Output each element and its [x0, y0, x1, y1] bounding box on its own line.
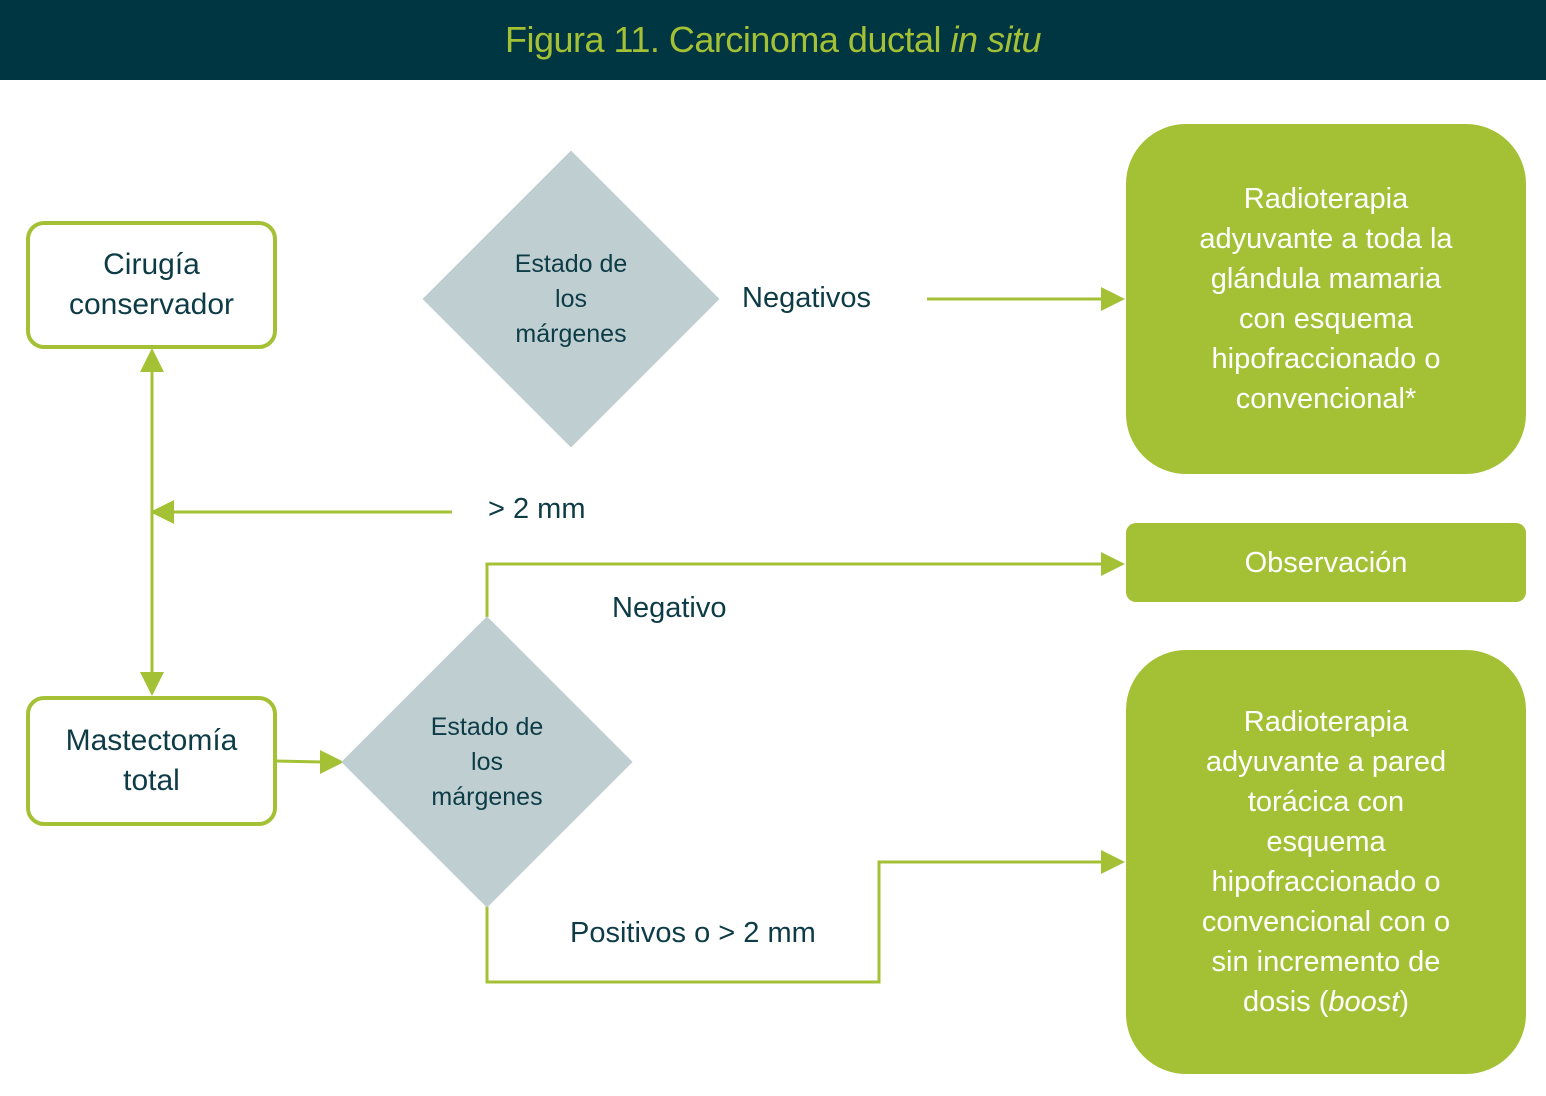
decision-label-line: márgenes [515, 319, 627, 348]
arrowhead-right-icon [1101, 287, 1125, 311]
node-label: hipofraccionado o [1211, 866, 1441, 898]
figure-header: Figura 11. Carcinoma ductal in situ [0, 0, 1546, 80]
node-label: ) [1399, 986, 1410, 1018]
edge-label-gt2mm: > 2 mm [488, 493, 586, 525]
connector-negativo [485, 562, 1102, 617]
node-label: hipofraccionado o [1211, 343, 1441, 375]
node-label: convencional con o [1201, 906, 1451, 938]
figure-title-italic: in situ [950, 19, 1042, 60]
edge-label-positivos: Positivos o > 2 mm [570, 917, 816, 949]
figure-title-text: Figura 11. Carcinoma ductal [504, 19, 951, 60]
node-label: Cirugía [103, 248, 200, 281]
decision-label-line: márgenes [431, 782, 543, 811]
decision-label-line: Estado de [430, 712, 544, 741]
decision-label-top: Estado de los márgenes [471, 244, 671, 354]
decision-label-line: Estado de [514, 249, 628, 278]
node-radioterapia-glandula: Radioterapia adyuvante a toda la glándul… [1126, 124, 1526, 474]
node-mastectomia-total: Mastectomía total [26, 696, 277, 826]
node-label: conservador [68, 288, 235, 321]
node-label: sin incremento de [1211, 946, 1441, 978]
node-label: con esquema [1238, 303, 1414, 335]
node-label: torácica con [1247, 786, 1405, 818]
node-label: Observación [1244, 546, 1408, 579]
arrowhead-right-icon [1101, 552, 1125, 576]
arrowhead-right-icon [1101, 850, 1125, 874]
node-label: Radioterapia [1243, 183, 1409, 215]
node-label: convencional* [1235, 383, 1417, 415]
node-label: dosis ( [1242, 986, 1329, 1018]
node-label: Radioterapia [1243, 706, 1409, 738]
edge-label-negativos: Negativos [742, 282, 871, 314]
decision-label-bottom: Estado de los márgenes [387, 707, 587, 817]
arrowhead-up-icon [140, 348, 164, 372]
node-label: esquema [1266, 826, 1386, 858]
decision-label-line: los [555, 284, 587, 313]
connector-positivos [485, 860, 1102, 984]
node-label: Mastectomía [65, 724, 238, 757]
node-label: glándula mamaria [1210, 263, 1442, 295]
arrowhead-right-icon [320, 750, 344, 774]
arrowhead-left-icon [150, 500, 174, 524]
node-observacion: Observación [1126, 523, 1526, 602]
node-label-last: dosis (boost) [1202, 982, 1450, 1022]
arrowhead-down-icon [140, 672, 164, 696]
edge-label-negativo: Negativo [612, 592, 727, 624]
figure-title: Figura 11. Carcinoma ductal in situ [504, 19, 1042, 61]
node-label: total [123, 764, 180, 797]
node-label-italic: boost [1328, 986, 1400, 1018]
decision-label-line: los [471, 747, 503, 776]
node-label: adyuvante a toda la [1199, 223, 1453, 255]
node-radioterapia-pared-toracica: Radioterapia adyuvante a pared torácica … [1126, 650, 1526, 1074]
connector-mastectomia-decision [275, 759, 323, 764]
node-label: adyuvante a pared [1205, 746, 1447, 778]
node-cirugia-conservador: Cirugía conservador [26, 221, 277, 349]
